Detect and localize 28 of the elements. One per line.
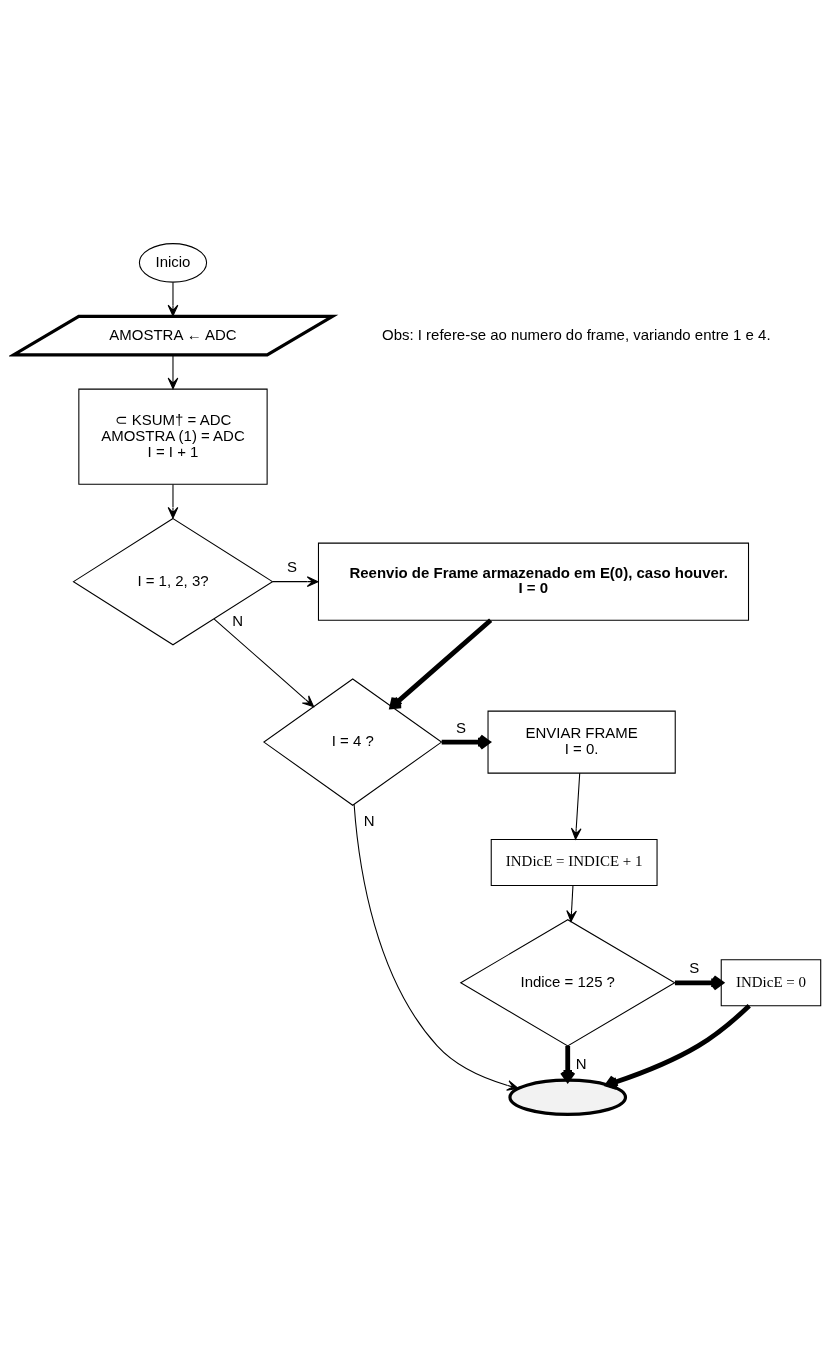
edge-label: N <box>231 611 243 629</box>
arrow <box>441 734 490 750</box>
arrow <box>570 772 582 840</box>
edge-label: S <box>688 959 699 977</box>
arrow <box>559 1045 576 1083</box>
arrow <box>674 975 723 991</box>
node-box: INDicE = INDICE + 1 <box>490 838 658 886</box>
arrow <box>213 618 314 708</box>
arrow <box>388 618 492 710</box>
arrow <box>604 1004 751 1090</box>
arrow <box>565 884 577 922</box>
node-box: Reenvio de Frame armazenado em E(0), caso houver. I = 0 <box>317 542 749 621</box>
node-box: ⊂ KSUM† = ADC AMOSTRA (1) = ADC I = I + 1 <box>77 388 268 485</box>
arrow <box>271 576 318 587</box>
node-box: INDicE = 0 <box>720 959 821 1007</box>
arrow <box>167 484 178 519</box>
node-ellipse: Inicio <box>138 243 207 283</box>
arrow <box>353 803 519 1091</box>
node-diamond: I = 4 ? <box>262 678 442 806</box>
node-box: ENVIAR FRAME I = 0. <box>487 710 676 774</box>
edge-label: N <box>575 1055 587 1073</box>
label: Obs: I refere-se ao numero do frame, variando entre 1 e 4. <box>381 325 771 343</box>
node-diamond: Indice = 125 ? <box>459 919 676 1047</box>
edge-label: S <box>286 558 297 576</box>
edge-label: S <box>455 718 466 736</box>
arrow <box>167 354 178 390</box>
edge-label: N <box>363 812 375 830</box>
arrow <box>167 281 178 317</box>
